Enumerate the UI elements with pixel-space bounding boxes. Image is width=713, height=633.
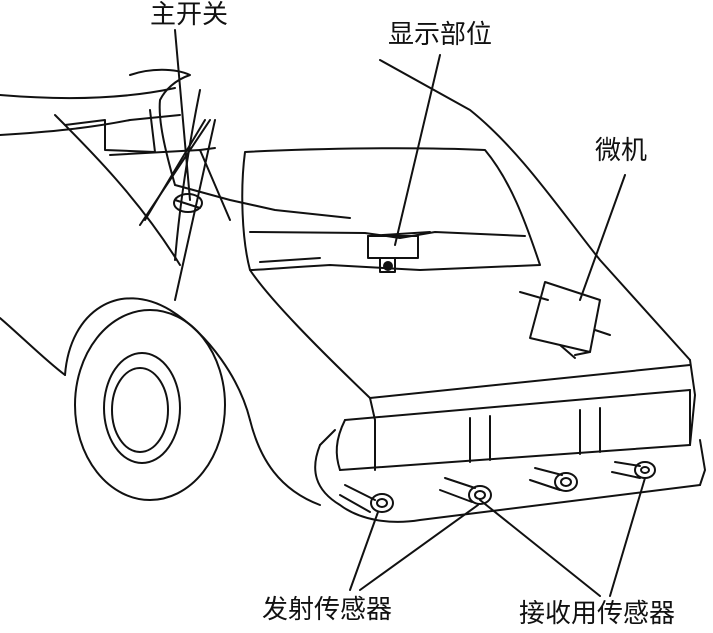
car-body-outline xyxy=(0,60,695,445)
main-switch-label: 主开关 xyxy=(150,2,228,28)
display-label: 显示部位 xyxy=(388,22,492,48)
emitter-sensor-label: 发射传感器 xyxy=(262,597,392,623)
emitter-sensors xyxy=(340,478,491,512)
leader-display xyxy=(395,55,440,245)
leader-lines xyxy=(175,30,645,596)
receiver-sensors xyxy=(530,462,655,491)
leader-receiver-1 xyxy=(480,500,600,596)
microcomputer-label: 微机 xyxy=(595,138,647,164)
leader-emitter-2 xyxy=(360,505,478,590)
rear-wheel xyxy=(65,298,320,505)
receiver-sensor-label: 接收用传感器 xyxy=(519,601,675,627)
rear-window xyxy=(65,110,540,270)
tail-lights xyxy=(470,408,600,462)
leader-emitter-1 xyxy=(350,512,378,590)
main-switch-lever xyxy=(130,70,215,300)
microcomputer-box xyxy=(520,282,610,358)
